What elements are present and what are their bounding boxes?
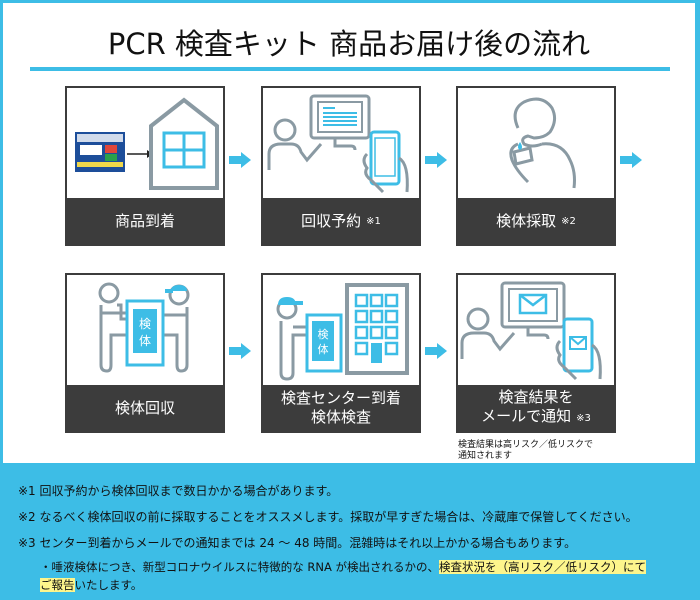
highlighted-text: ご報告 xyxy=(40,578,75,592)
lab-building-icon: 検 体 xyxy=(276,283,409,381)
step-label: 検体採取 xyxy=(496,211,557,230)
footnote-bullet: ・唾液検体につき、新型コロナウイルスに特徴的な RNA が検出されるかの、検査状… xyxy=(18,558,688,594)
title-underline xyxy=(30,67,670,71)
step-label: 回収予約 xyxy=(301,211,362,230)
step-card-product-arrival: 商品到着 xyxy=(65,86,225,246)
step-caption: 検体採取 ※2 xyxy=(458,198,614,244)
subnote-line2: 通知されます xyxy=(458,451,513,461)
step-card-specimen-collection: 検体採取 ※2 xyxy=(456,86,616,246)
step-card-lab-arrival: 検 体 検査センター到着 検体検査 xyxy=(261,273,421,433)
specimen-box-text: 体 xyxy=(318,342,329,356)
specimen-box-text: 体 xyxy=(139,334,151,348)
step-card-pickup-reservation: 回収予約 ※1 xyxy=(261,86,421,246)
content-panel: PCR 検査キット 商品お届け後の流れ 商品到着 xyxy=(3,3,695,463)
saliva-collection-icon xyxy=(509,97,576,189)
step-caption: 検体回収 xyxy=(67,385,223,431)
arrow-right-icon xyxy=(229,343,251,359)
footnote-ref: ※2 xyxy=(561,215,576,227)
arrow-right-icon xyxy=(229,152,251,168)
step-card-specimen-pickup: 検 体 検体回収 xyxy=(65,273,225,433)
footnote-ref: ※3 xyxy=(576,413,591,424)
step-label-line1: 検査結果を xyxy=(498,388,574,406)
step-card-email-notification: 検査結果を メールで通知 ※3 xyxy=(456,273,616,433)
kit-to-house-icon xyxy=(75,97,219,190)
page-title: PCR 検査キット 商品お届け後の流れ xyxy=(107,27,591,61)
arrow-right-icon xyxy=(620,152,642,168)
bullet-text: いたします。 xyxy=(74,578,143,592)
specimen-box-text: 検 xyxy=(318,327,329,341)
step-label: 商品到着 xyxy=(114,211,175,230)
specimen-box-text: 検 xyxy=(139,317,151,331)
email-notification-icon xyxy=(460,281,602,381)
arrow-right-icon xyxy=(425,343,447,359)
person-computer-phone-icon xyxy=(267,94,409,194)
arrow-right-icon xyxy=(425,152,447,168)
footnote-ref: ※1 xyxy=(366,215,381,227)
subnote-line1: 検査結果は高リスク／低リスクで xyxy=(458,440,594,450)
bullet-text: ・唾液検体につき、新型コロナウイルスに特徴的な RNA が検出されるかの、 xyxy=(40,560,439,574)
specimen-handover-icon: 検 体 xyxy=(98,282,190,373)
result-subnote: 検査結果は高リスク／低リスクで 通知されます xyxy=(458,440,638,462)
step-label-line1: 検査センター到着 xyxy=(280,389,401,407)
step-caption: 商品到着 xyxy=(67,198,223,244)
step-caption: 検査センター到着 検体検査 xyxy=(263,385,419,431)
step-caption: 回収予約 ※1 xyxy=(263,198,419,244)
footnotes: ※1 回収予約から検体回収まで数日かかる場合があります。 ※2 なるべく検体回収… xyxy=(18,478,688,594)
step-caption: 検査結果を メールで通知 ※3 xyxy=(458,385,614,431)
step-label-line2: 検体検査 xyxy=(310,408,371,426)
step-label: 検体回収 xyxy=(114,398,175,417)
highlighted-text: 検査状況を（高リスク／低リスク）にて xyxy=(438,560,646,574)
footnote-2: ※2 なるべく検体回収の前に採取することをオススメします。採取が早すぎた場合は、… xyxy=(18,510,638,524)
footnote-3: ※3 センター到着からメールでの通知までは 24 ～ 48 時間。混雑時はそれ以… xyxy=(18,536,577,550)
step-label-line2: メールで通知 xyxy=(481,407,572,425)
footnote-1: ※1 回収予約から検体回収まで数日かかる場合があります。 xyxy=(18,484,339,498)
